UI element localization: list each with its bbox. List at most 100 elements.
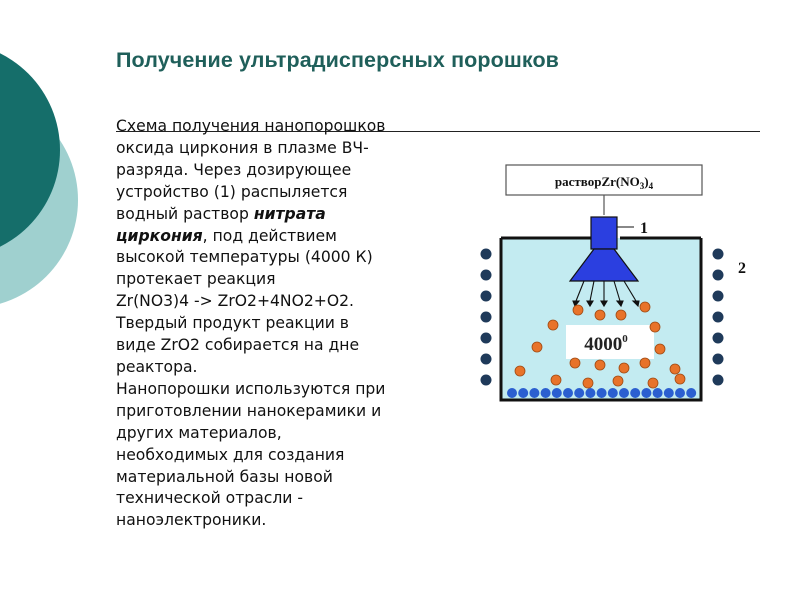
powder-dot <box>675 388 685 398</box>
powder-dot <box>529 388 540 398</box>
coil-dot <box>480 374 492 386</box>
body-text-segment: технической отрасли - <box>116 489 304 508</box>
body-line: водный раствор нитрата <box>116 204 466 226</box>
particle <box>594 309 606 321</box>
coil-dot <box>480 332 492 344</box>
spray-arrow <box>623 280 637 302</box>
particle <box>615 309 627 321</box>
particle <box>654 343 666 355</box>
body-text-segment: других материалов, <box>116 423 282 442</box>
coil-dot <box>712 248 724 260</box>
powder-dot <box>686 388 697 398</box>
body-line: технической отрасли - <box>116 488 466 510</box>
nozzle-body <box>590 216 618 250</box>
powder-dot <box>641 388 652 398</box>
slide-body-text: Схема получения нанопорошков оксида цирко… <box>116 116 466 532</box>
body-line: других материалов, <box>116 423 466 445</box>
body-line: устройство (1) распыляется <box>116 182 466 204</box>
body-line: наноэлектроники. <box>116 510 466 532</box>
powder-dot <box>630 388 641 398</box>
body-text-segment: Нанопорошки используются при <box>116 379 386 398</box>
body-emphasis: циркония <box>116 226 203 245</box>
body-text-segment: Твердый продукт реакции в <box>116 314 349 333</box>
body-text-segment: водный раствор <box>116 204 254 223</box>
body-text-segment: протекает реакция <box>116 270 276 289</box>
body-text-segment: высокой температуры (4000 К) <box>116 248 373 267</box>
solution-label: растворZr(NO3)4 <box>555 174 654 191</box>
powder-dot <box>607 388 618 398</box>
spray-arrowhead <box>631 300 640 308</box>
body-line: оксида циркония в плазме ВЧ- <box>116 138 466 160</box>
body-text-segment: необходимых для создания <box>116 445 345 464</box>
decorative-circles <box>0 53 78 304</box>
body-text-segment: приготовлении нанокерамики и <box>116 401 382 420</box>
body-text-segment: виде ZrO2 собирается на дне <box>116 336 360 355</box>
body-text-segment: наноэлектроники. <box>116 511 267 530</box>
particle <box>582 377 594 389</box>
coil-dot <box>712 332 724 344</box>
body-line: необходимых для создания <box>116 445 466 467</box>
particle <box>594 359 606 371</box>
body-line: реактора. <box>116 357 466 379</box>
powder-dot <box>652 388 663 398</box>
powder-dot <box>574 388 585 398</box>
label-2: 2 <box>738 260 746 277</box>
inductor-coil-dots <box>480 248 724 386</box>
body-line: разряда. Через дозирующее <box>116 160 466 182</box>
particle <box>639 301 651 313</box>
particle <box>647 377 659 389</box>
label-1: 1 <box>640 220 648 237</box>
coil-dot <box>480 353 492 365</box>
spray-arrowhead <box>615 300 624 308</box>
coil-dot <box>712 353 724 365</box>
powder-dot <box>663 388 674 398</box>
body-text-segment: материальной базы новой <box>116 467 333 486</box>
powder-dot <box>518 388 529 398</box>
body-line: Твердый продукт реакции в <box>116 313 466 335</box>
body-text-segment: Схема получения нанопорошков <box>116 117 386 135</box>
falling-particles <box>514 301 686 389</box>
particle <box>669 363 681 375</box>
body-line: протекает реакция <box>116 269 466 291</box>
body-text-segment: Zr(NO3)4 -> ZrO2+4NO2+O2. <box>116 292 355 311</box>
powder-dot <box>507 388 517 398</box>
body-line: материальной базы новой <box>116 467 466 489</box>
spray-arrowhead <box>600 300 608 308</box>
title-rule <box>116 131 760 132</box>
particle <box>572 304 584 316</box>
body-text-segment: оксида циркония в плазме ВЧ- <box>116 138 369 157</box>
powder-dot <box>563 388 573 398</box>
coil-dot <box>712 290 724 302</box>
coil-dot <box>712 269 724 281</box>
coil-dot <box>480 248 492 260</box>
body-line: циркония, под действием <box>116 226 466 248</box>
slide-title: Получение ультрадисперсных порошков <box>116 48 560 72</box>
particle <box>514 365 526 377</box>
solution-box <box>505 164 703 196</box>
coil-dot <box>480 269 492 281</box>
spray-arrowhead <box>572 300 581 308</box>
body-emphasis: нитрата <box>253 204 326 223</box>
powder-dot <box>540 388 551 398</box>
particle <box>550 374 562 386</box>
nozzle-cone <box>568 248 640 282</box>
body-text-segment: реактора. <box>116 357 198 376</box>
powder-dot <box>596 388 607 398</box>
spray-arrow <box>589 280 595 302</box>
powder-dot <box>619 388 629 398</box>
body-line: Zr(NO3)4 -> ZrO2+4NO2+O2. <box>116 291 466 313</box>
coil-dot <box>480 311 492 323</box>
reactor-walls <box>499 238 703 402</box>
particle <box>618 362 630 374</box>
particle <box>674 373 686 385</box>
spray-arrow <box>575 280 585 302</box>
spray-arrowhead <box>586 300 594 308</box>
body-line: виде ZrO2 собирается на дне <box>116 335 466 357</box>
particle <box>547 319 559 331</box>
body-line: Нанопорошки используются при <box>116 379 466 401</box>
particle <box>531 341 543 353</box>
spray-arrow <box>613 280 621 302</box>
body-line: приготовлении нанокерамики и <box>116 401 466 423</box>
plasma-reactor-diagram: растворZr(NO3)4 1 2 40000 <box>480 164 746 402</box>
spray-arrows <box>572 280 640 308</box>
